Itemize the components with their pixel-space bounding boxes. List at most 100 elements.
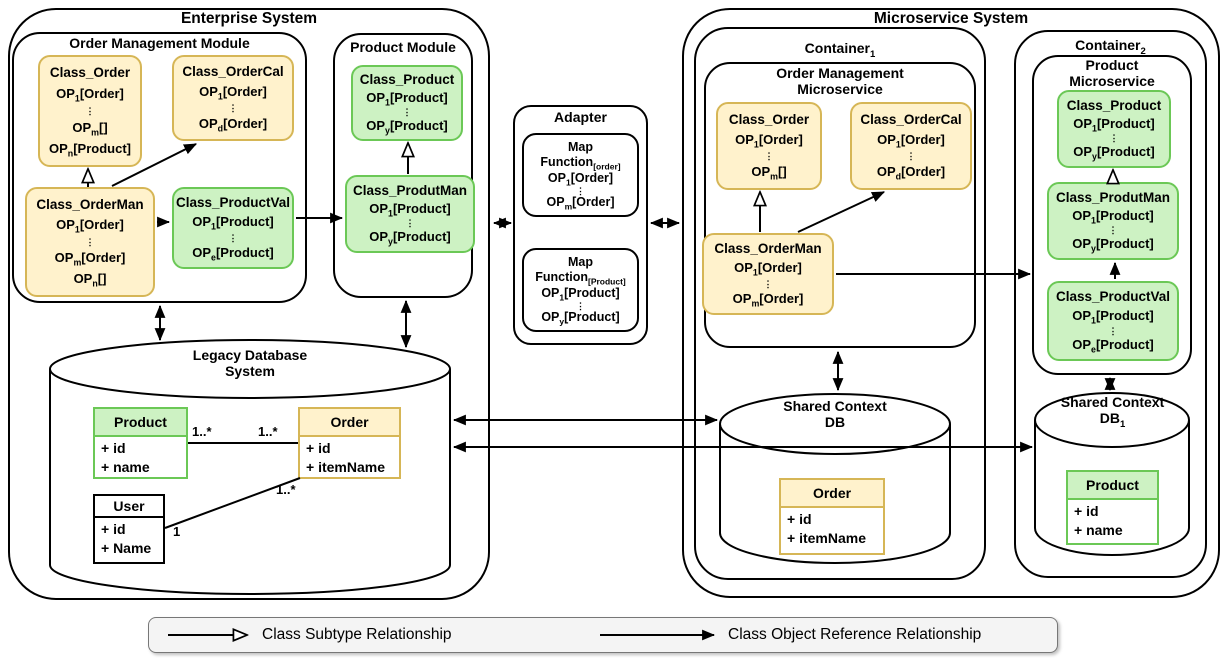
table-row: + id bbox=[101, 521, 126, 537]
op-line: OP1[Order] bbox=[199, 84, 267, 102]
table-header: Product bbox=[1068, 472, 1157, 500]
ellipsis: ⋮ bbox=[85, 106, 95, 117]
class-orderman-box-microservice: Class_OrderMan OP1[Order] ⋮ OPm[Order] bbox=[702, 233, 834, 315]
ellipsis: ⋮ bbox=[763, 278, 773, 289]
container1-frame bbox=[694, 27, 986, 580]
legacy-order-table: Order + id + itemName bbox=[298, 407, 401, 479]
table-row: + id bbox=[306, 440, 331, 456]
table-row: + id bbox=[1074, 503, 1099, 519]
class-title: Class_Product bbox=[1066, 97, 1162, 113]
op-line: OPe[Product] bbox=[192, 244, 274, 263]
op-line: OPe[Product] bbox=[1072, 337, 1154, 355]
class-order-box-enterprise: Class_Order OP1[Order] ⋮ OPm[] OPn[Produ… bbox=[38, 55, 142, 167]
adapter-map-order-box: Map Function[order] OP1[Order] ⋮ OPm[Ord… bbox=[522, 133, 639, 217]
op-line: OPy[Product] bbox=[366, 117, 448, 136]
class-produtman-box-enterprise: Class_ProdutMan OP1[Product] ⋮ OPy[Produ… bbox=[345, 175, 475, 253]
ellipsis: ⋮ bbox=[405, 218, 415, 229]
microservice-system-title: Microservice System bbox=[873, 10, 1029, 27]
enterprise-system-title: Enterprise System bbox=[180, 10, 318, 27]
legacy-product-table: Product + id + name bbox=[93, 407, 188, 479]
ellipsis: ⋮ bbox=[764, 151, 774, 162]
op-line: OP1[Product] bbox=[541, 286, 620, 303]
product-microservice-frame bbox=[1032, 55, 1192, 375]
op-line: OPm[] bbox=[751, 164, 787, 182]
op-line: OPn[] bbox=[73, 271, 107, 289]
microservice-system-frame bbox=[682, 8, 1220, 598]
class-productval-box-enterprise: Class_ProductVal OP1[Product] ⋮ OPe[Prod… bbox=[172, 187, 294, 269]
legacy-user-table: User + id + Name bbox=[93, 494, 165, 564]
table-row: + itemName bbox=[787, 530, 866, 546]
op-line: OP1[Order] bbox=[735, 131, 803, 150]
adapter-map-product-box: Map Function[Product] OP1[Product] ⋮ OPy… bbox=[522, 248, 639, 332]
class-ordercal-box-enterprise: Class_OrderCal OP1[Order] ⋮ OPd[Order] bbox=[172, 55, 294, 141]
ellipsis: ⋮ bbox=[1109, 133, 1119, 144]
ellipsis: ⋮ bbox=[85, 237, 95, 248]
ellipsis: ⋮ bbox=[576, 185, 585, 196]
table-row: + name bbox=[1074, 522, 1123, 538]
op-line: OP1[Product] bbox=[192, 214, 274, 233]
class-produtman-box-microservice: Class_ProdutMan OP1[Product] ⋮ OPy[Produ… bbox=[1047, 182, 1179, 260]
container2-title: Container2 bbox=[1075, 37, 1146, 57]
ellipsis: ⋮ bbox=[228, 232, 238, 243]
legend-reference-label: Class Object Reference Relationship bbox=[728, 626, 982, 643]
class-title: Class_ProductVal bbox=[1055, 289, 1171, 305]
class-productval-box-microservice: Class_ProductVal OP1[Product] ⋮ OPe[Prod… bbox=[1047, 281, 1179, 361]
op-line: OP1[Product] bbox=[1072, 207, 1154, 226]
shared-context-db1-title: Shared Context DB1 bbox=[1060, 394, 1165, 430]
class-product-box-microservice: Class_Product OP1[Product] ⋮ OPy[Product… bbox=[1057, 90, 1171, 168]
op-line: OPy[Product] bbox=[1073, 144, 1155, 162]
op-line: OPn[Product] bbox=[49, 140, 131, 159]
class-title: Class_ProdutMan bbox=[352, 182, 468, 198]
op-line: OPy[Product] bbox=[541, 310, 620, 327]
order-management-module-frame bbox=[12, 32, 307, 303]
adapter-title: Adapter bbox=[554, 109, 607, 125]
multiplicity-product-side: 1..* bbox=[192, 424, 212, 439]
product-microservice-title: Product Microservice bbox=[1069, 57, 1155, 90]
table-header: User bbox=[95, 496, 163, 518]
op-line: OPm[Order] bbox=[546, 195, 615, 212]
op-line: OP1[Product] bbox=[366, 90, 448, 108]
class-title: Class_ProductVal bbox=[175, 195, 291, 211]
op-line: OPm[Order] bbox=[732, 290, 804, 309]
container2-frame bbox=[1014, 30, 1207, 578]
class-title: Class_Order bbox=[49, 65, 131, 81]
op-line: OP1[Order] bbox=[877, 131, 945, 150]
container1-title: Container1 bbox=[804, 40, 876, 60]
table-header: Order bbox=[781, 480, 883, 508]
legend-subtype-label: Class Subtype Relationship bbox=[262, 626, 452, 643]
op-line: OPy[Product] bbox=[1072, 236, 1154, 254]
ellipsis: ⋮ bbox=[576, 300, 585, 311]
table-header: Product bbox=[95, 409, 186, 437]
product-module-frame bbox=[333, 33, 473, 298]
op-line: OP1[Order] bbox=[734, 260, 802, 279]
shared-context-db-title: Shared Context DB bbox=[783, 398, 887, 431]
op-line: OP1[Product] bbox=[369, 200, 451, 219]
shared-db1-product-table: Product + id + name bbox=[1066, 470, 1159, 545]
table-row: + itemName bbox=[306, 459, 385, 475]
class-order-box-microservice: Class_Order OP1[Order] ⋮ OPm[] bbox=[716, 102, 822, 190]
order-management-module-title: Order Management Module bbox=[69, 35, 250, 51]
ellipsis: ⋮ bbox=[1108, 325, 1118, 336]
legacy-database-title: Legacy Database System bbox=[192, 347, 308, 380]
op-line: OP1[Product] bbox=[1072, 307, 1154, 326]
class-title: Class_OrderCal bbox=[182, 64, 284, 80]
op-line: OP1[Order] bbox=[56, 217, 124, 235]
table-row: + name bbox=[101, 459, 150, 475]
enterprise-system-frame bbox=[8, 8, 490, 600]
class-title: Class_Order bbox=[728, 111, 810, 127]
op-line: OPd[Order] bbox=[198, 115, 268, 134]
shared-db-order-table: Order + id + itemName bbox=[779, 478, 885, 555]
table-header: Order bbox=[300, 409, 399, 437]
ellipsis: ⋮ bbox=[228, 103, 238, 114]
op-line: OPm[Order] bbox=[54, 250, 126, 268]
table-row: + id bbox=[787, 511, 812, 527]
class-title: Class_OrderMan bbox=[714, 241, 822, 257]
op-line: OPd[Order] bbox=[876, 164, 946, 182]
class-title: Class_OrderCal bbox=[860, 111, 962, 127]
op-line: OPm[] bbox=[72, 119, 108, 138]
product-module-title: Product Module bbox=[350, 39, 456, 55]
table-row: + Name bbox=[101, 540, 152, 556]
adapter-frame bbox=[513, 105, 648, 345]
class-ordercal-box-microservice: Class_OrderCal OP1[Order] ⋮ OPd[Order] bbox=[850, 102, 972, 190]
